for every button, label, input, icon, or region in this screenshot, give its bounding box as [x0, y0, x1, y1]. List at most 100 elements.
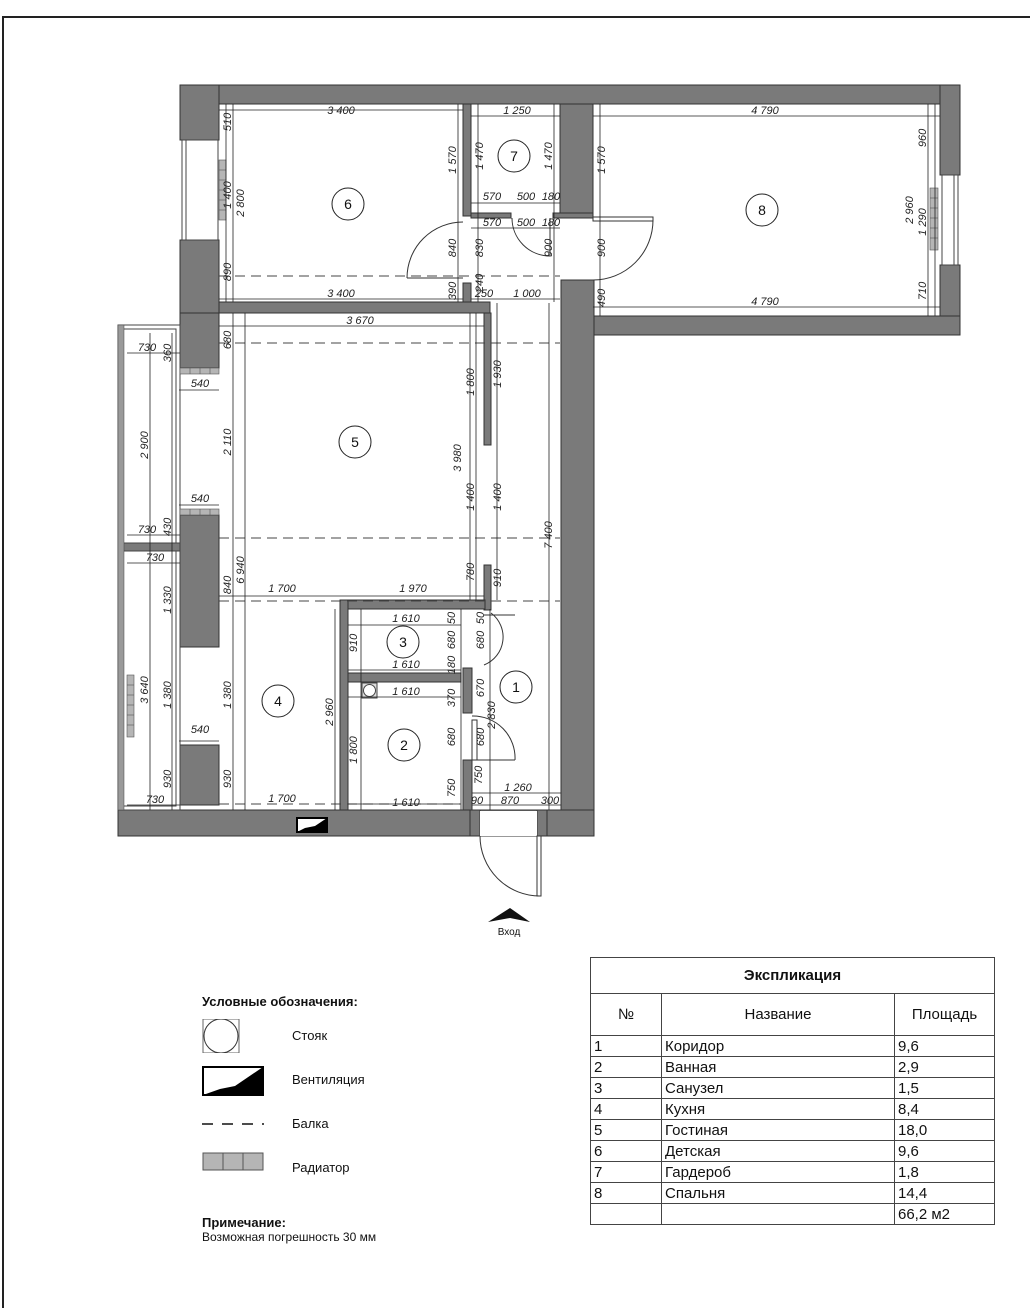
- svg-text:370: 370: [446, 688, 458, 707]
- svg-text:840: 840: [447, 238, 459, 257]
- svg-text:Вход: Вход: [498, 927, 521, 938]
- svg-text:1 610: 1 610: [392, 613, 420, 625]
- svg-text:730: 730: [138, 524, 157, 536]
- svg-text:430: 430: [162, 517, 174, 536]
- beams: [219, 275, 560, 805]
- legend: Условные обозначения: Стояк Вентиляция Б…: [202, 994, 462, 1195]
- windows: [181, 139, 959, 266]
- svg-text:2 960: 2 960: [904, 195, 916, 224]
- note: Примечание: Возможная погрешность 30 мм: [202, 1216, 376, 1245]
- svg-text:490: 490: [596, 288, 608, 307]
- walls: [117, 84, 961, 837]
- svg-text:3 980: 3 980: [452, 443, 464, 471]
- svg-text:1 610: 1 610: [392, 659, 420, 671]
- svg-text:1 260: 1 260: [504, 782, 532, 794]
- total-area: 66,2 м2: [894, 1203, 995, 1225]
- svg-text:680: 680: [475, 630, 487, 649]
- svg-text:4 790: 4 790: [751, 105, 779, 117]
- column-header-area: Площадь: [894, 993, 995, 1036]
- svg-text:4 790: 4 790: [751, 296, 779, 308]
- svg-text:2 900: 2 900: [139, 430, 151, 459]
- svg-text:7 400: 7 400: [543, 520, 555, 548]
- svg-text:910: 910: [492, 568, 504, 587]
- svg-text:1 700: 1 700: [268, 583, 296, 595]
- svg-text:780: 780: [465, 562, 477, 581]
- svg-text:730: 730: [146, 552, 165, 564]
- beam-icon: [202, 1123, 264, 1125]
- legend-item-radiator: Радиатор: [202, 1151, 462, 1195]
- svg-text:900: 900: [596, 238, 608, 257]
- svg-text:1 400: 1 400: [222, 180, 234, 208]
- column-header-name: Название: [661, 993, 895, 1036]
- svg-text:670: 670: [475, 678, 487, 697]
- svg-text:870: 870: [501, 795, 520, 807]
- svg-text:1 800: 1 800: [465, 367, 477, 395]
- svg-text:510: 510: [222, 112, 234, 131]
- svg-text:2 960: 2 960: [324, 697, 336, 726]
- svg-text:500: 500: [517, 217, 536, 229]
- svg-text:540: 540: [191, 378, 210, 390]
- svg-text:240: 240: [474, 273, 486, 293]
- svg-text:180: 180: [542, 217, 561, 229]
- svg-text:1 470: 1 470: [474, 141, 486, 169]
- drawing-frame: [2, 16, 1030, 1308]
- room-number-1: 1: [512, 679, 520, 695]
- svg-text:1 330: 1 330: [162, 585, 174, 613]
- doors: [406, 216, 654, 897]
- svg-text:1 290: 1 290: [917, 207, 929, 235]
- svg-text:930: 930: [162, 769, 174, 788]
- svg-text:1 570: 1 570: [447, 145, 459, 173]
- svg-text:540: 540: [191, 493, 210, 505]
- entry-marker: Вход: [488, 908, 530, 938]
- ventilation-icon: [296, 817, 328, 833]
- svg-text:90: 90: [471, 795, 484, 807]
- room-number-6: 6: [344, 196, 352, 212]
- svg-text:180: 180: [542, 191, 561, 203]
- svg-text:830: 830: [474, 238, 486, 257]
- room-number-2: 2: [400, 737, 408, 753]
- svg-text:900: 900: [543, 238, 555, 257]
- svg-text:730: 730: [146, 794, 165, 806]
- room-number-3: 3: [399, 634, 407, 650]
- svg-text:680: 680: [446, 727, 458, 746]
- svg-text:930: 930: [222, 769, 234, 788]
- entry-arrow-icon: [488, 908, 530, 922]
- svg-text:1 400: 1 400: [465, 482, 477, 510]
- svg-text:390: 390: [447, 281, 459, 300]
- dimension-lines: [127, 104, 940, 810]
- total-row: 66,2 м2: [590, 1203, 995, 1225]
- svg-text:710: 710: [917, 281, 929, 300]
- svg-text:1 930: 1 930: [492, 359, 504, 387]
- svg-text:180: 180: [446, 655, 458, 674]
- svg-text:960: 960: [917, 128, 929, 147]
- floor-plan: 3 400 3 400 510 1 400 2 800 890 1 570 84…: [117, 84, 961, 938]
- room-markers: 1 2 3 4 5 6 7 8: [261, 139, 779, 762]
- svg-text:1 400: 1 400: [492, 482, 504, 510]
- svg-text:1 380: 1 380: [222, 680, 234, 708]
- svg-text:840: 840: [222, 575, 234, 594]
- svg-text:1 000: 1 000: [513, 288, 541, 300]
- svg-text:2 110: 2 110: [222, 428, 234, 457]
- svg-text:570: 570: [483, 191, 502, 203]
- room-number-5: 5: [351, 434, 359, 450]
- radiator-icon: [202, 1152, 264, 1171]
- legend-item-riser: Стояк: [202, 1019, 462, 1063]
- radiators: [126, 159, 939, 738]
- svg-text:890: 890: [222, 262, 234, 281]
- svg-text:50: 50: [446, 611, 458, 624]
- svg-text:1 570: 1 570: [596, 145, 608, 173]
- svg-text:2 800: 2 800: [235, 188, 247, 217]
- svg-text:1 970: 1 970: [399, 583, 427, 595]
- svg-text:1 250: 1 250: [503, 105, 531, 117]
- svg-text:3 640: 3 640: [139, 675, 151, 703]
- svg-text:1 610: 1 610: [392, 686, 420, 698]
- svg-text:3 400: 3 400: [327, 288, 355, 300]
- svg-text:1 610: 1 610: [392, 797, 420, 809]
- riser-icon: [361, 682, 378, 699]
- svg-text:680: 680: [446, 630, 458, 649]
- room-number-7: 7: [510, 148, 518, 164]
